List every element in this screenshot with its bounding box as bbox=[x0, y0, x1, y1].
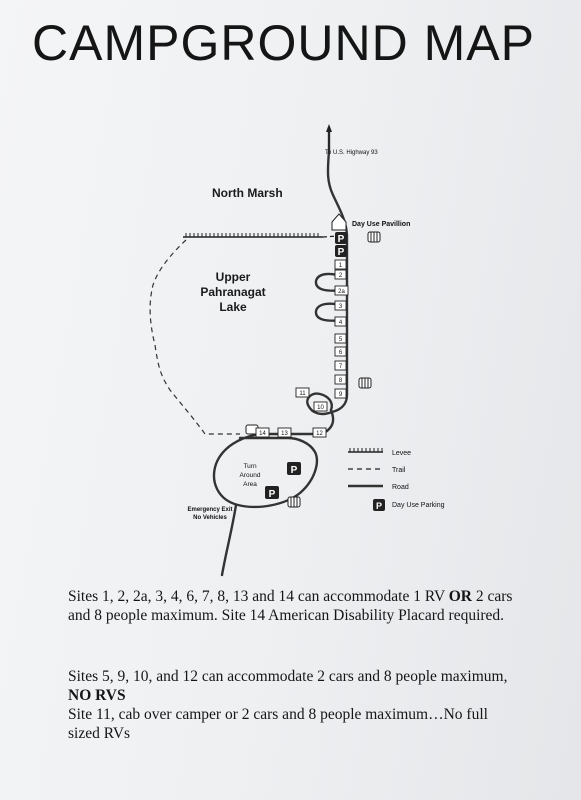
site-box-2a bbox=[334, 285, 349, 296]
turnaround-label-1: Turn bbox=[243, 463, 257, 470]
levee bbox=[183, 233, 339, 238]
site-box-3 bbox=[334, 300, 347, 311]
site-label-2a: 2a bbox=[338, 289, 345, 295]
turnaround-label-2: Around bbox=[240, 472, 261, 479]
site-box-7 bbox=[334, 360, 347, 371]
site-label-3: 3 bbox=[339, 304, 343, 310]
site-box-14 bbox=[255, 427, 270, 438]
lake-label-3: Lake bbox=[219, 300, 247, 314]
site-label-4: 4 bbox=[339, 320, 343, 326]
pavilion-label: Day Use Pavillion bbox=[352, 221, 410, 228]
site-box-8 bbox=[334, 374, 347, 385]
site-box-13 bbox=[277, 427, 292, 438]
site-label-5: 5 bbox=[339, 337, 343, 343]
svg-text:P: P bbox=[376, 501, 382, 511]
legend-levee: Levee bbox=[392, 450, 411, 457]
site-label-2: 2 bbox=[339, 273, 343, 279]
svg-text:P: P bbox=[291, 465, 298, 476]
legend-trail: Trail bbox=[392, 467, 406, 474]
site-box-4 bbox=[334, 316, 347, 327]
site-label-12: 12 bbox=[316, 431, 323, 437]
svg-text:P: P bbox=[269, 489, 276, 500]
site-box-1 bbox=[334, 259, 347, 270]
legend-parking: Day Use Parking bbox=[392, 502, 445, 509]
north-arrow bbox=[326, 124, 332, 150]
site-label-10: 10 bbox=[317, 405, 324, 411]
lake-label-2: Pahranagat bbox=[200, 285, 265, 299]
site-label-14: 14 bbox=[259, 431, 266, 437]
notes-paragraph-2: Sites 5, 9, 10, and 12 can accommodate 2… bbox=[68, 668, 508, 704]
site-label-7: 7 bbox=[339, 364, 343, 370]
site-box-5 bbox=[334, 333, 347, 344]
turnaround-label-3: Area bbox=[243, 481, 257, 488]
site-label-8: 8 bbox=[339, 378, 343, 384]
notes-paragraph-3: Site 11, cab over camper or 2 cars and 8… bbox=[68, 706, 488, 742]
site-label-6: 6 bbox=[339, 350, 343, 356]
site-box-9 bbox=[334, 388, 347, 399]
site-box-2 bbox=[334, 269, 347, 280]
site-box-10 bbox=[313, 401, 328, 412]
site-label-11: 11 bbox=[299, 391, 306, 397]
lake-label-1: Upper bbox=[216, 270, 251, 284]
page-title: CAMPGROUND MAP bbox=[32, 15, 535, 71]
parking-markers: P P P P bbox=[265, 232, 347, 500]
legend-road: Road bbox=[392, 484, 409, 491]
svg-text:P: P bbox=[338, 247, 345, 258]
site-box-11 bbox=[295, 387, 310, 398]
site-label-9: 9 bbox=[339, 392, 343, 398]
north-marsh-label: North Marsh bbox=[212, 186, 283, 200]
pavilion-icon bbox=[331, 213, 347, 231]
svg-text:P: P bbox=[338, 234, 345, 245]
highway-label: To U.S. Highway 93 bbox=[325, 150, 378, 156]
site-box-6 bbox=[334, 346, 347, 357]
road bbox=[212, 126, 349, 577]
site-label-1: 1 bbox=[339, 263, 343, 269]
notes-paragraph-1: Sites 1, 2, 2a, 3, 4, 6, 7, 8, 13 and 14… bbox=[68, 588, 513, 624]
site-label-13: 13 bbox=[281, 431, 288, 437]
map-legend: Levee Trail Road P Day Use Parking bbox=[348, 448, 445, 511]
emergency-exit-label-1: Emergency Exit bbox=[187, 507, 232, 513]
emergency-exit-label-2: No Vehicles bbox=[193, 515, 227, 521]
site-box-12 bbox=[312, 427, 327, 438]
picnic-table-icon bbox=[245, 231, 381, 508]
